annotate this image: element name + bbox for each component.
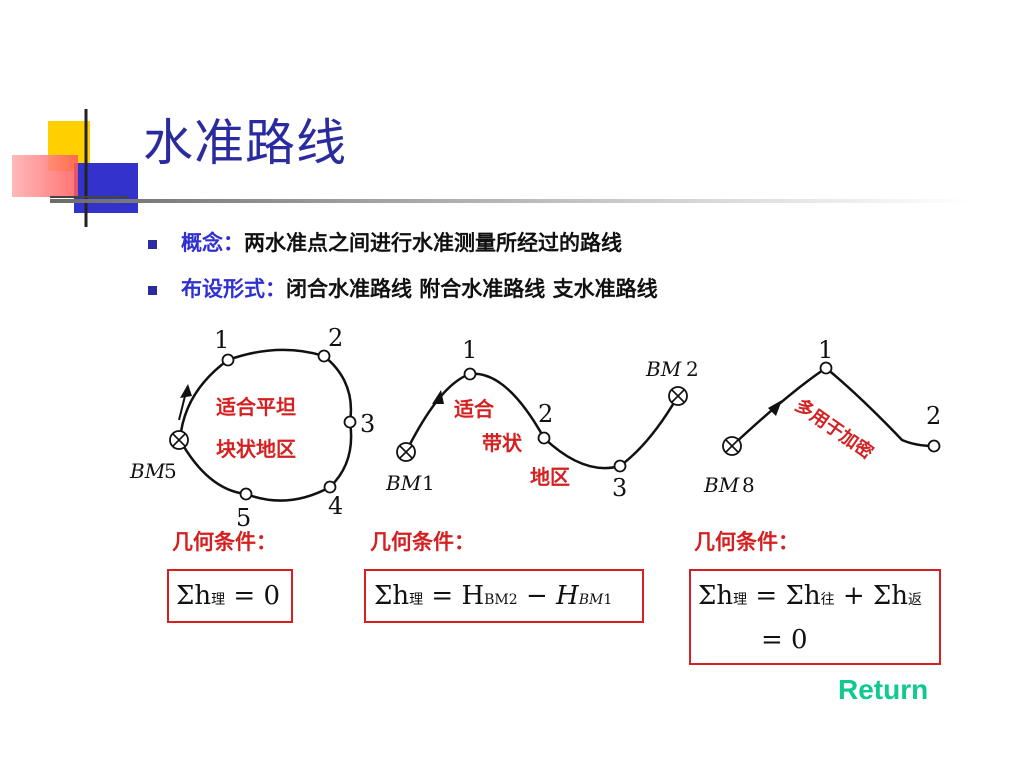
benchmark-symbol-icon xyxy=(722,436,742,456)
point-label-3: 3 xyxy=(612,474,627,502)
formula-annexed: Σh理 = HBM2 − HBM1 xyxy=(364,569,644,623)
formula-closed: Σh理 = 0 xyxy=(167,569,293,623)
point-label-2: 2 xyxy=(538,400,553,428)
start-bm-number: 1 xyxy=(422,471,435,495)
bm-number: 8 xyxy=(742,473,755,497)
annexed-note-line2: 带状 xyxy=(482,431,523,455)
point-label-3: 3 xyxy=(360,410,375,438)
start-bm-label: BM xyxy=(385,471,422,495)
return-button[interactable]: Return xyxy=(838,674,929,705)
annexed-note-line3: 地区 xyxy=(530,465,570,489)
arrow-head-icon xyxy=(432,390,444,404)
arrow-head-icon xyxy=(768,400,782,416)
closed-note-line1: 适合平坦 xyxy=(216,395,296,419)
title-underline xyxy=(50,199,970,203)
bullet-square-icon xyxy=(148,286,157,295)
closed-note-line2: 块状地区 xyxy=(216,437,296,461)
point-label-1: 1 xyxy=(818,336,833,364)
point-1 xyxy=(221,353,235,367)
annexed-note-line1: 适合 xyxy=(454,397,495,421)
spur-route-diagram: 1 2 BM 8 多用于加密 xyxy=(703,336,941,497)
condition-label-closed: 几何条件： xyxy=(172,530,277,554)
point-2 xyxy=(537,431,551,445)
benchmark-end-icon xyxy=(668,386,688,406)
bullet-square-icon xyxy=(148,240,157,249)
slide-logo-decoration xyxy=(12,109,138,227)
bullet-desc: 两水准点之间进行水准测量所经过的路线 xyxy=(244,231,622,255)
point-4 xyxy=(323,480,337,494)
bm-label: BM xyxy=(703,473,740,497)
benchmark-number: 5 xyxy=(164,459,177,483)
point-label-5: 5 xyxy=(236,504,251,528)
closed-route-path xyxy=(178,348,353,502)
bullet-term: 概念： xyxy=(181,231,244,255)
point-label-2: 2 xyxy=(926,402,941,430)
bullet-desc: 闭合水准路线 附合水准路线 支水准路线 xyxy=(286,277,658,301)
annexed-route-diagram: 1 2 3 BM 1 BM 2 适合 带状 地区 xyxy=(385,336,699,502)
end-bm-number: 2 xyxy=(686,357,699,381)
condition-label-spur: 几何条件： xyxy=(694,530,799,554)
point-2 xyxy=(317,349,331,363)
point-label-2: 2 xyxy=(328,324,343,352)
benchmark-symbol-icon xyxy=(169,430,189,450)
point-label-1: 1 xyxy=(214,326,229,354)
point-label-4: 4 xyxy=(328,492,343,520)
bullet-term: 布设形式： xyxy=(181,277,286,301)
point-3 xyxy=(343,415,357,429)
benchmark-label: BM xyxy=(129,459,166,483)
point-2 xyxy=(927,439,941,453)
closed-route-diagram: 1 2 3 4 5 BM 5 适合平坦 块状地区 xyxy=(129,324,375,528)
point-label-1: 1 xyxy=(462,336,477,364)
spur-note: 多用于加密 xyxy=(791,394,877,464)
point-1 xyxy=(819,361,833,375)
point-3 xyxy=(613,459,627,473)
benchmark-start-icon xyxy=(396,442,416,462)
condition-label-annexed: 几何条件： xyxy=(370,530,475,554)
point-5 xyxy=(239,487,253,501)
page-title: 水准路线 xyxy=(143,114,347,172)
arrow-head-icon xyxy=(180,384,192,398)
end-bm-label: BM xyxy=(645,357,682,381)
point-1 xyxy=(463,367,477,381)
formula-spur: Σh理 = Σh往 + Σh返 = 0 xyxy=(689,569,941,665)
